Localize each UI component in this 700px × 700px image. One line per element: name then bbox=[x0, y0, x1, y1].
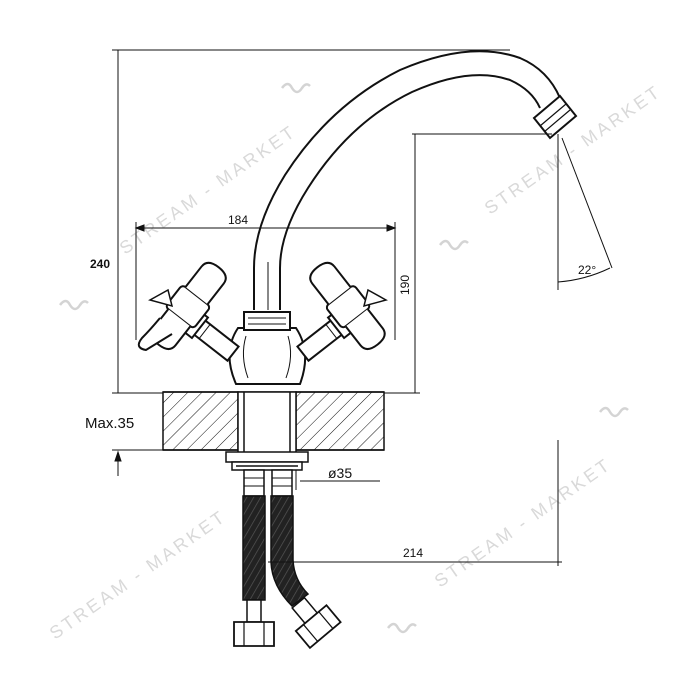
dimension-spout-reach: 214 bbox=[403, 546, 423, 560]
supply-hose-left bbox=[233, 469, 275, 647]
dimension-height-total: 240 bbox=[90, 257, 110, 271]
mounting-shank bbox=[225, 391, 309, 471]
dimension-spout-height: 190 bbox=[398, 275, 412, 295]
supply-hose-right bbox=[270, 469, 342, 650]
dimension-spout-angle: 22° bbox=[578, 263, 596, 277]
left-valve-handle bbox=[137, 261, 240, 363]
dimension-lines bbox=[112, 49, 613, 566]
watermark: STREAM - MARKET bbox=[431, 454, 615, 591]
right-valve-handle bbox=[296, 261, 388, 363]
dimension-handle-span: 184 bbox=[228, 213, 248, 227]
watermark: STREAM - MARKET bbox=[46, 506, 230, 643]
dimension-labels: 240 184 190 22° Max.35 ø35 214 bbox=[85, 213, 596, 560]
aerator bbox=[532, 94, 578, 140]
watermark-wave-icon bbox=[59, 82, 629, 634]
dimension-max-thickness: Max.35 bbox=[85, 415, 134, 432]
faucet-body bbox=[228, 311, 307, 385]
dimension-hole-diameter: ø35 bbox=[328, 465, 352, 481]
watermark: STREAM - MARKET bbox=[481, 81, 665, 218]
watermark: STREAM - MARKET bbox=[116, 121, 300, 258]
spout bbox=[253, 50, 578, 310]
